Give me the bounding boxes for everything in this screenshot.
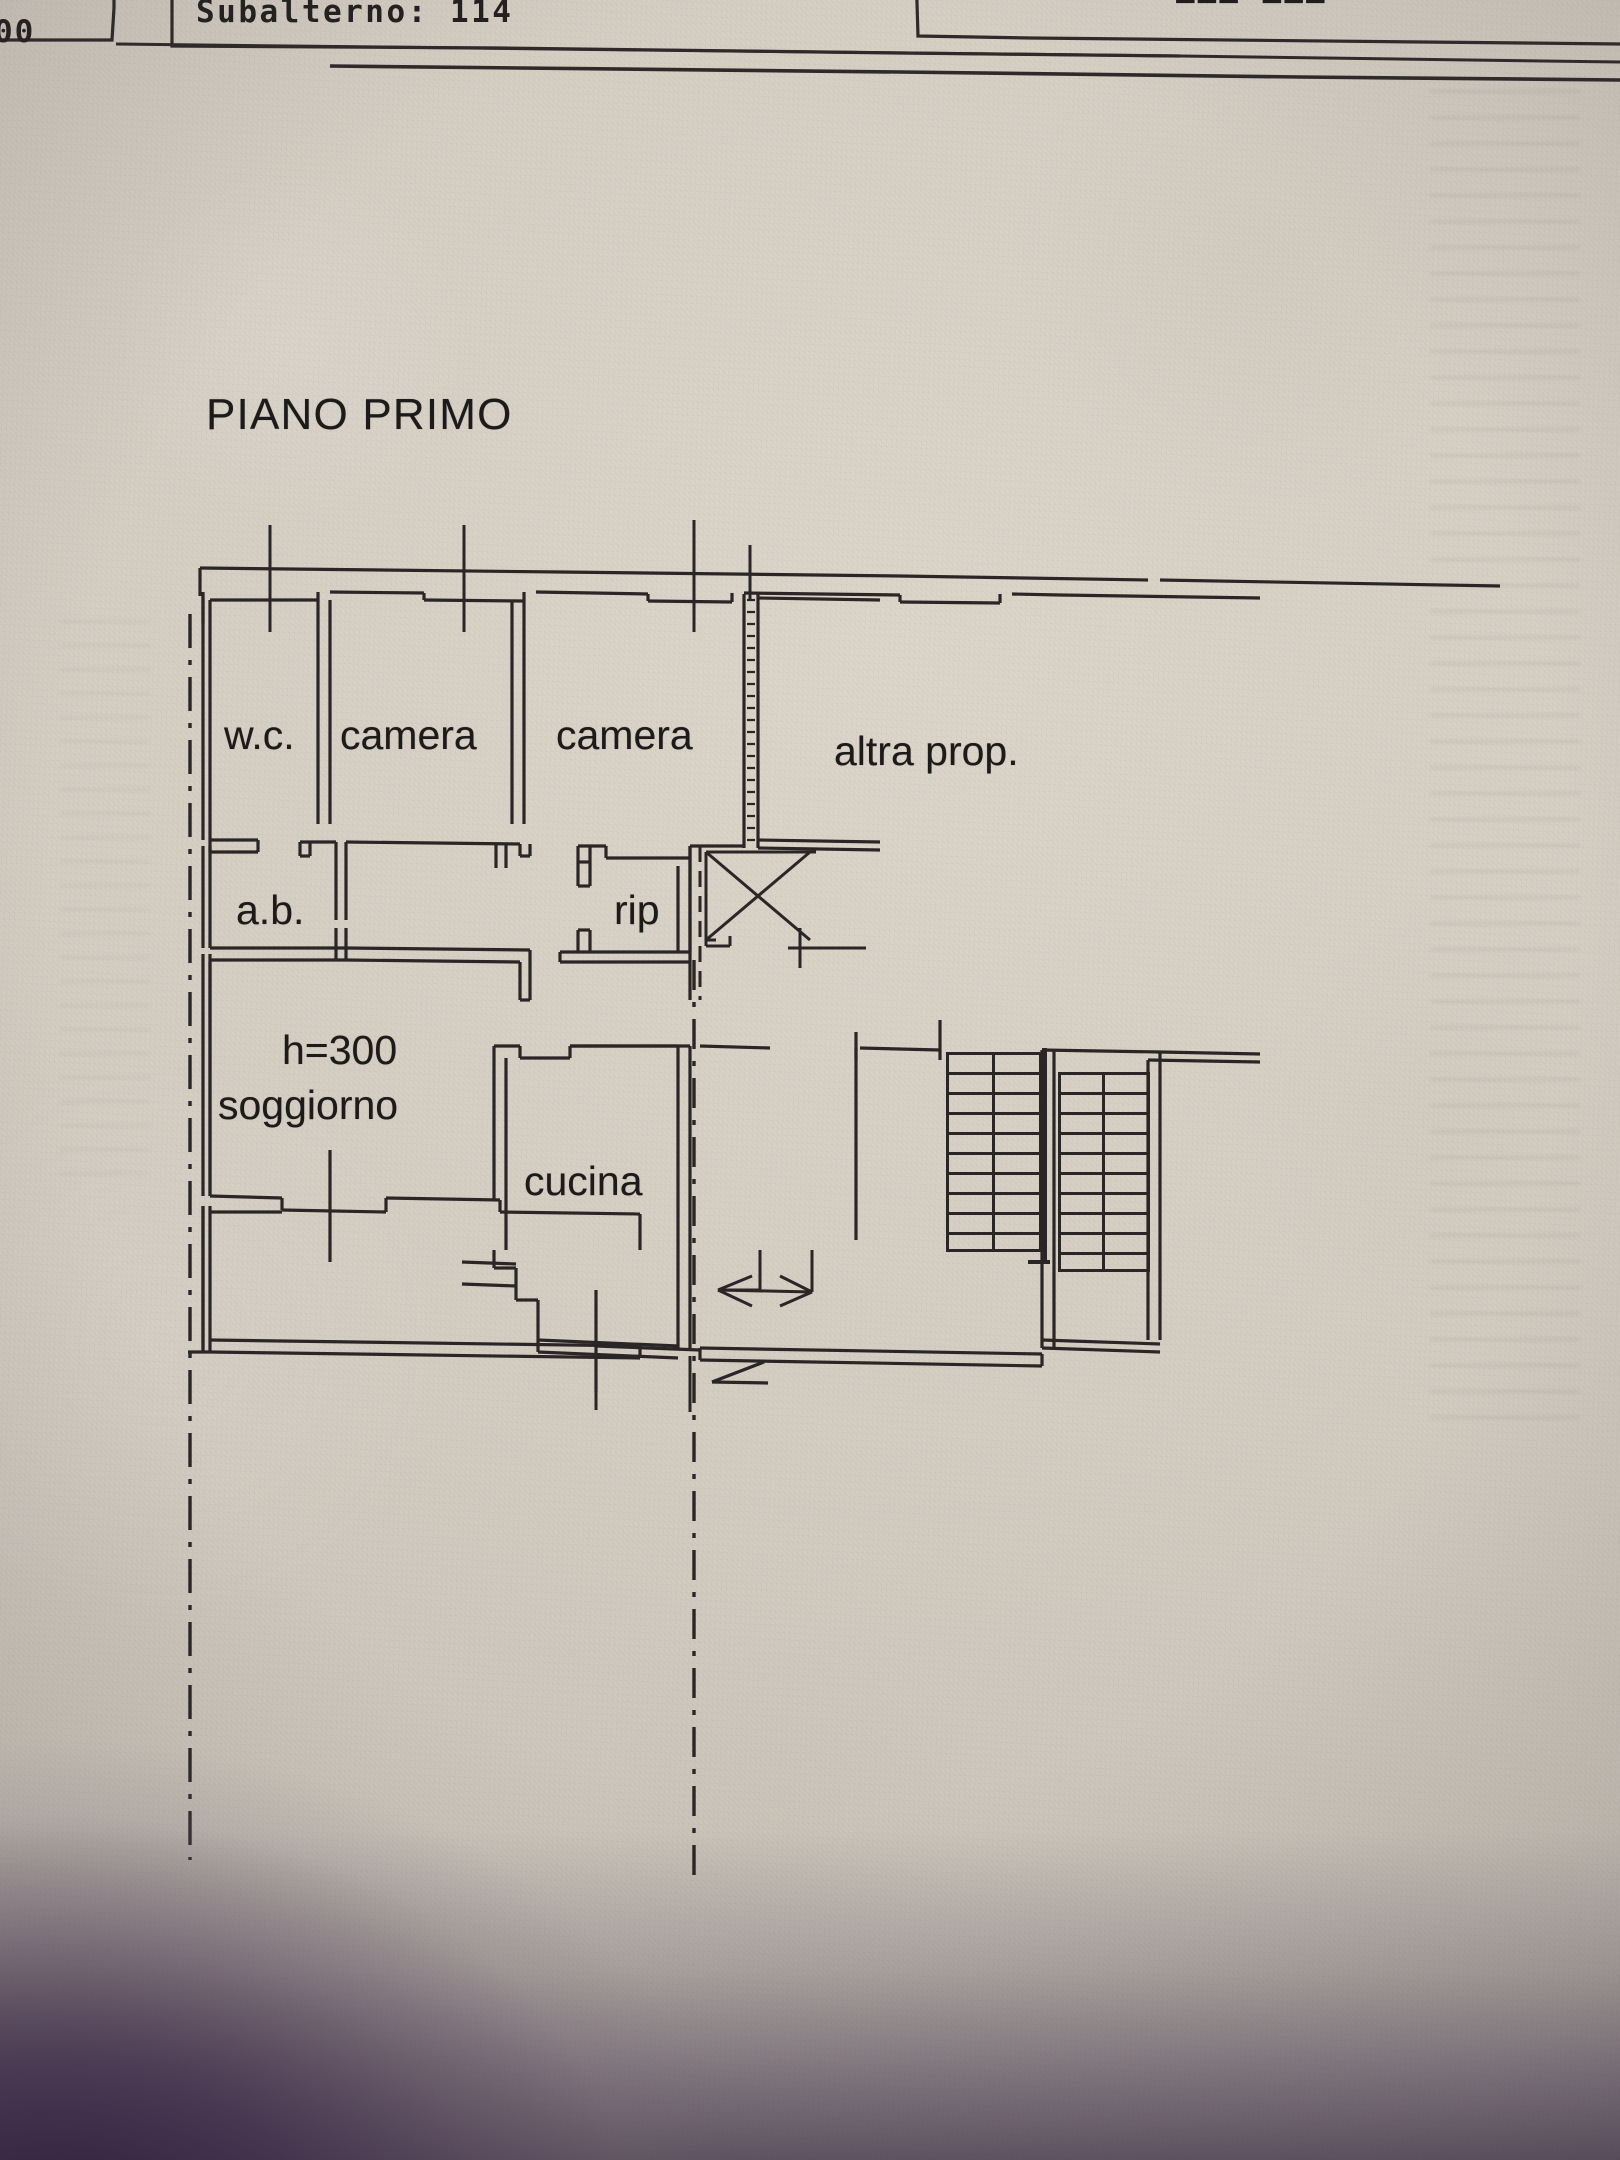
room-label-soggiorno: soggiorno — [218, 1082, 399, 1128]
room-label-rip: rip — [614, 887, 660, 933]
stair-flight-right — [1058, 1072, 1150, 1272]
stair-landing-end — [1028, 1260, 1050, 1264]
plan-title: PIANO PRIMO — [206, 390, 513, 439]
header-subalterno: Subalterno: 114 — [196, 0, 514, 30]
header-left-fragment: 00 — [0, 14, 36, 50]
reverse-side-bleed-through — [1430, 90, 1580, 1440]
annotation-height: h=300 — [282, 1027, 398, 1073]
room-label-ab: a.b. — [236, 887, 305, 933]
room-label-cucina: cucina — [524, 1158, 643, 1204]
room-label-camera-1: camera — [340, 712, 477, 758]
stair-landing-wall — [1042, 1048, 1047, 1264]
room-label-camera-2: camera — [556, 712, 693, 758]
room-label-wc: w.c. — [224, 712, 295, 758]
header-right-fragment: ■■■ ■■■ — [1176, 0, 1328, 10]
room-label-altra-prop: altra prop. — [834, 728, 1019, 774]
stair-flight-left — [946, 1052, 1042, 1252]
reverse-side-bleed-through-2 — [60, 620, 150, 1180]
cadastral-form-header: 00 Subalterno: 114 ■■■ ■■■ — [0, 0, 1620, 82]
